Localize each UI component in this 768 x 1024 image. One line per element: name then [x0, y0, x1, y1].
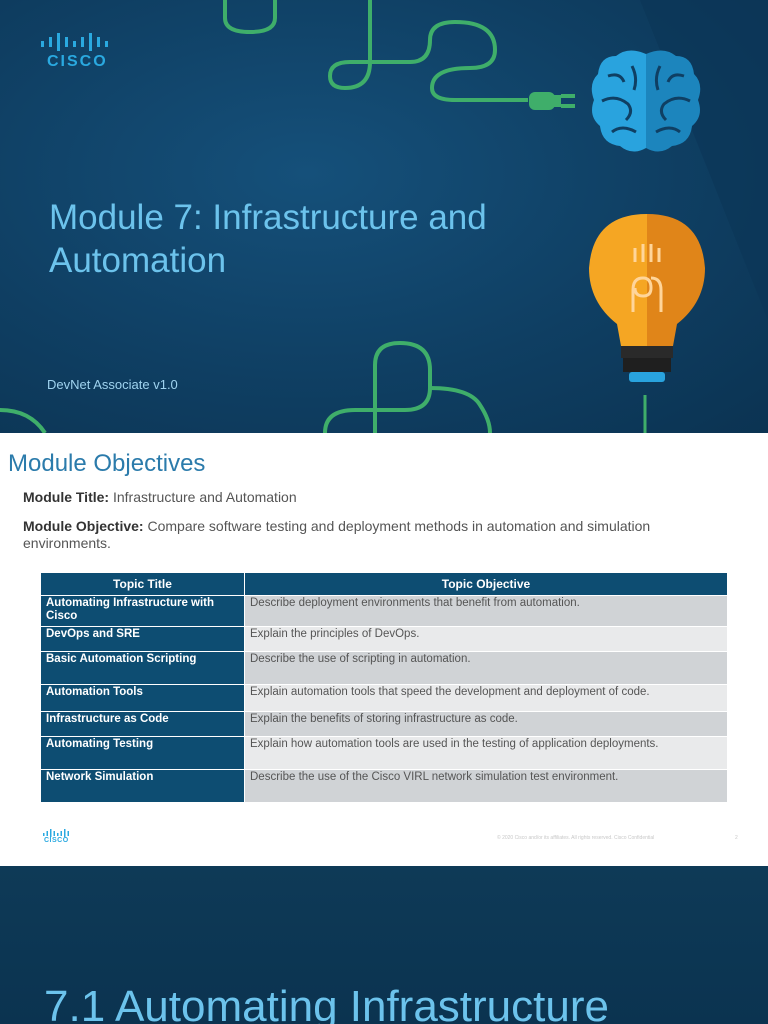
topic-objective-cell: Explain automation tools that speed the …	[244, 684, 728, 712]
topic-objective-cell: Describe the use of the Cisco VIRL netwo…	[244, 769, 728, 803]
topic-objective-cell: Describe deployment environments that be…	[244, 595, 728, 627]
topic-title-cell: Automation Tools	[40, 684, 245, 712]
slide-heading: Module Objectives	[8, 450, 206, 477]
lightbulb-icon	[589, 214, 705, 382]
section-slide: 7.1 Automating Infrastructure	[0, 866, 768, 1024]
topic-title-cell: Basic Automation Scripting	[40, 651, 245, 685]
title-slide: CISCO Module 7: Infrastructure and Autom…	[0, 0, 768, 433]
topic-objective-cell: Explain the benefits of storing infrastr…	[244, 711, 728, 737]
header-topic-title: Topic Title	[40, 572, 245, 596]
cisco-logo-text: CISCO	[47, 53, 108, 70]
section-title: 7.1 Automating Infrastructure	[44, 982, 609, 1024]
topic-objective-cell: Describe the use of scripting in automat…	[244, 651, 728, 685]
module-objective-value: Compare software testing and deployment …	[23, 518, 651, 551]
module-objective-label: Module Objective:	[23, 518, 144, 534]
module-title-label: Module Title:	[23, 489, 110, 505]
topic-title-cell: Automating Testing	[40, 736, 245, 770]
table-row: Automating Testing Explain how automatio…	[40, 736, 728, 770]
footer-logo-text: CISCO	[44, 837, 69, 844]
plug-icon	[529, 92, 575, 110]
table-row: Automating Infrastructure with Cisco Des…	[40, 595, 728, 627]
table-row: DevOps and SRE Explain the principles of…	[40, 626, 728, 652]
table-row: Infrastructure as Code Explain the benef…	[40, 711, 728, 737]
footer-cisco-logo: CISCO	[42, 829, 72, 845]
module-title-line: Module Title: Infrastructure and Automat…	[23, 489, 297, 506]
module-objective-line: Module Objective: Compare software testi…	[23, 518, 723, 552]
objectives-slide: Module Objectives Module Title: Infrastr…	[0, 433, 768, 866]
course-version: DevNet Associate v1.0	[47, 377, 178, 392]
cisco-logo: CISCO	[40, 33, 110, 73]
brain-icon	[591, 50, 701, 152]
table-header-row: Topic Title Topic Objective	[40, 572, 728, 596]
objectives-table: Topic Title Topic Objective Automating I…	[40, 572, 728, 803]
page-number: 2	[735, 835, 738, 841]
topic-title-cell: Network Simulation	[40, 769, 245, 803]
module-title-value: Infrastructure and Automation	[109, 489, 297, 505]
topic-title-cell: DevOps and SRE	[40, 626, 245, 652]
table-row: Automation Tools Explain automation tool…	[40, 684, 728, 712]
table-row: Network Simulation Describe the use of t…	[40, 769, 728, 803]
topic-objective-cell: Explain how automation tools are used in…	[244, 736, 728, 770]
topic-title-cell: Infrastructure as Code	[40, 711, 245, 737]
copyright-notice: © 2020 Cisco and/or its affiliates. All …	[497, 835, 655, 841]
table-row: Basic Automation Scripting Describe the …	[40, 651, 728, 685]
topic-title-cell: Automating Infrastructure with Cisco	[40, 595, 245, 627]
header-topic-objective: Topic Objective	[244, 572, 728, 596]
topic-objective-cell: Explain the principles of DevOps.	[244, 626, 728, 652]
slide-title: Module 7: Infrastructure and Automation	[49, 198, 487, 280]
